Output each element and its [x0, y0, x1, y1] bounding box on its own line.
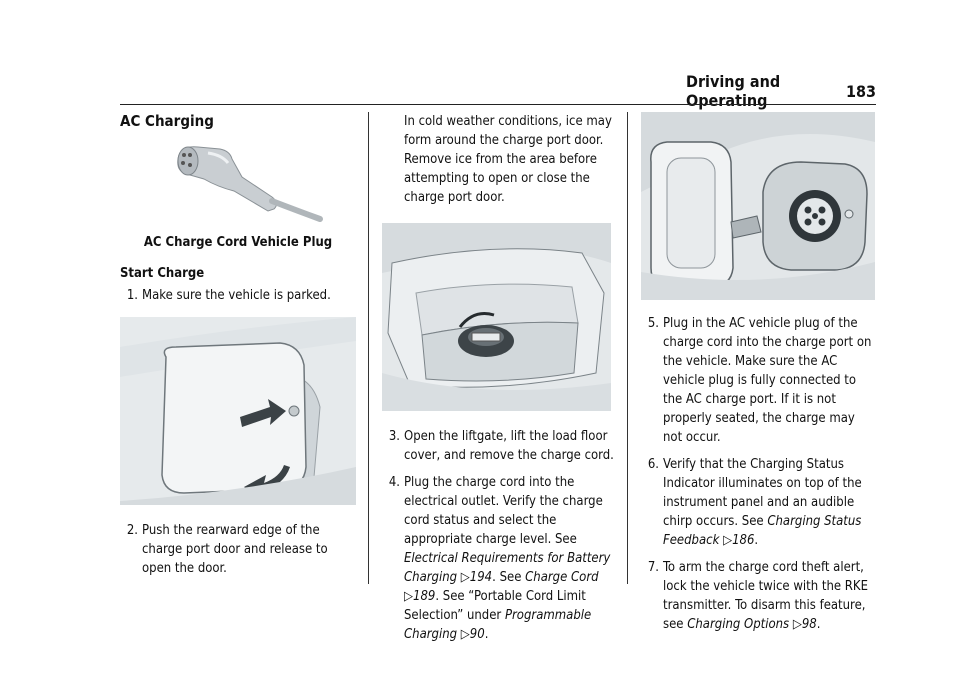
step-5: 5. Plug in the AC vehicle plug of the ch… [641, 314, 877, 447]
step-text: To arm the charge cord theft alert, lock… [663, 560, 868, 632]
reference-link-programmable-charging[interactable]: Programmable Charging [404, 608, 592, 642]
step-text: Plug in the AC vehicle plug of the charg… [663, 316, 872, 445]
step-6: 6. Verify that the Charging Status Indic… [641, 455, 877, 550]
step-text: Verify that the Charging Status Indicato… [663, 457, 862, 548]
column-divider [368, 112, 369, 584]
header-rule [120, 104, 876, 105]
reference-page[interactable]: 98 [801, 617, 817, 632]
step-text: Make sure the vehicle is parked. [142, 288, 331, 303]
cargo-image [382, 223, 611, 411]
column-1: AC Charging AC Charge Cord Vehicle Plug … [120, 112, 356, 578]
step-4: 4. Plug the charge cord into the electri… [382, 473, 614, 644]
page-number: 183 [845, 81, 876, 101]
ac-plug-image [177, 146, 323, 222]
reference-link-charge-cord[interactable]: Charge Cord [525, 570, 599, 585]
reference-page[interactable]: 194 [469, 570, 493, 585]
charge-port-door-illustration [120, 317, 356, 505]
column-3: 5. Plug in the AC vehicle plug of the ch… [641, 112, 877, 634]
step-number: 6. [647, 457, 659, 472]
see-text: See [499, 570, 522, 585]
step-7-text: To arm the charge cord theft alert, lock… [663, 560, 868, 632]
step-number: 7. [647, 560, 659, 575]
step-number: 2. [126, 523, 138, 538]
charge-port-illustration [641, 112, 875, 300]
page-reference-icon: ▷ [723, 533, 733, 548]
cold-weather-note: In cold weather conditions, ice may form… [404, 114, 612, 205]
column-2: In cold weather conditions, ice may form… [382, 112, 614, 644]
reference-page[interactable]: 90 [469, 627, 485, 642]
step-1: 1. Make sure the vehicle is parked. [120, 286, 356, 305]
section-heading: AC Charging [120, 112, 214, 130]
step-text: Push the rearward edge of the charge por… [142, 523, 328, 576]
charge-door-image [120, 317, 356, 505]
page-reference-icon: ▷ [460, 627, 470, 642]
page-reference-icon: ▷ [460, 570, 470, 585]
section-title: Driving and Operating [686, 72, 781, 110]
reference-link-electrical-requirements[interactable]: Electrical Requirements for Battery Char… [404, 551, 611, 585]
page-header: Driving and Operating 183 [686, 72, 876, 110]
step-text: Open the liftgate, lift the load floor c… [404, 429, 614, 463]
step-number: 3. [388, 429, 400, 444]
plug-caption: AC Charge Cord Vehicle Plug [143, 235, 333, 250]
page-reference-icon: ▷ [404, 589, 413, 604]
column-divider [627, 112, 628, 584]
subheading: Start Charge [120, 266, 205, 281]
step-2: 2. Push the rearward edge of the charge … [120, 521, 356, 578]
reference-link-charging-status-feedback[interactable]: Charging Status Feedback [663, 514, 862, 548]
step-number: 4. [388, 475, 400, 490]
step-number: 5. [647, 316, 659, 331]
step-3: 3. Open the liftgate, lift the load floo… [382, 427, 614, 465]
step-6-text: Verify that the Charging Status Indicato… [663, 457, 862, 529]
step-number: 1. [126, 288, 138, 303]
reference-page[interactable]: 189 [413, 589, 436, 604]
step-4-text: Plug the charge cord into the electrical… [404, 475, 603, 547]
step-4-text-b: See “Portable Cord Limit Selection” unde… [404, 589, 586, 623]
step-text: Plug the charge cord into the electrical… [404, 475, 611, 642]
reference-link-charging-options[interactable]: Charging Options [687, 617, 790, 632]
page-reference-icon: ▷ [792, 617, 802, 632]
reference-page[interactable]: 186 [732, 533, 755, 548]
charge-port-image [641, 112, 875, 300]
step-7: 7. To arm the charge cord theft alert, l… [641, 558, 877, 634]
cargo-area-illustration [382, 223, 611, 411]
plug-illustration [168, 139, 326, 223]
